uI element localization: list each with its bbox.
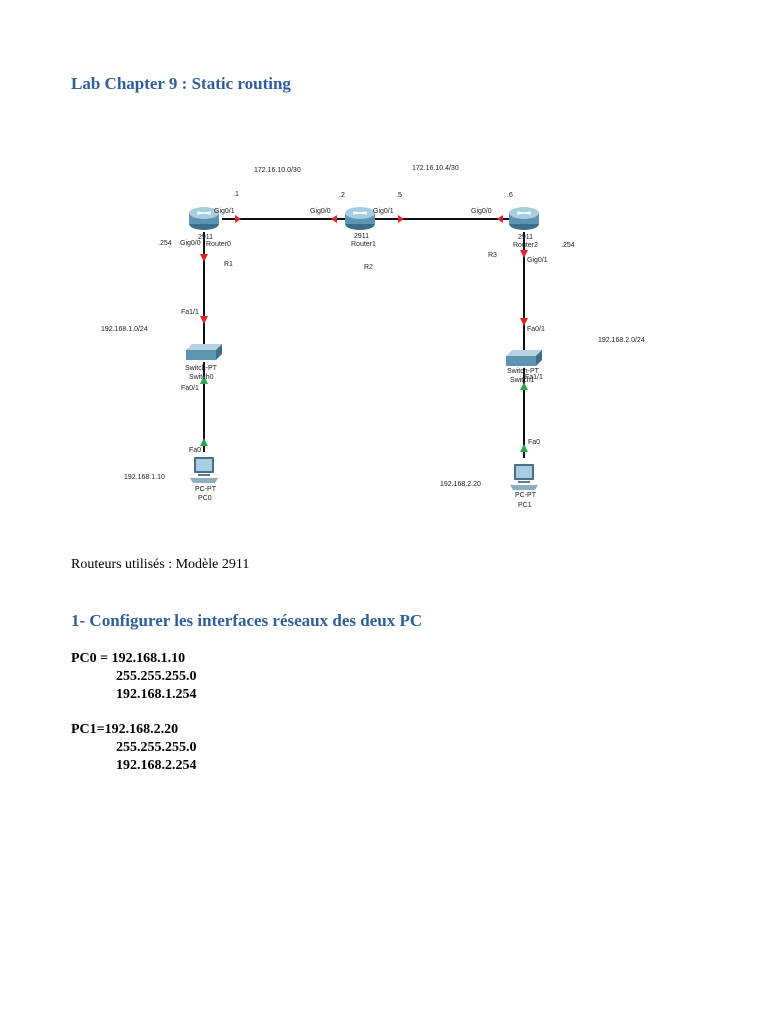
link-state-markers bbox=[200, 215, 528, 452]
interface-label: Gig0/0 bbox=[471, 208, 492, 215]
pc-icon bbox=[510, 464, 538, 490]
section-1-title: 1- Configurer les interfaces réseaux des… bbox=[71, 611, 423, 630]
pc1-gateway: 192.168.2.254 bbox=[116, 758, 197, 773]
router-tag-label: R3 bbox=[488, 252, 497, 259]
subnet-label: 172.16.10.0/30 bbox=[254, 167, 301, 174]
link-up-marker bbox=[200, 376, 208, 384]
host-id-label: .5 bbox=[396, 192, 402, 199]
network-topology-diagram: 172.16.10.0/30 172.16.10.4/30 192.168.1.… bbox=[101, 165, 645, 509]
router-icon bbox=[345, 207, 375, 230]
switch-icon bbox=[186, 344, 222, 360]
interface-label: Fa1/1 bbox=[181, 309, 199, 316]
router-tag-label: R1 bbox=[224, 261, 233, 268]
router-model-label: 2911 bbox=[354, 233, 369, 240]
link-down-marker bbox=[200, 254, 208, 262]
page-title: Lab Chapter 9 : Static routing bbox=[71, 74, 291, 93]
interface-label: Gig0/1 bbox=[373, 208, 394, 215]
pc-model-label: PC-PT bbox=[515, 492, 537, 499]
pc-model-label: PC-PT bbox=[195, 486, 217, 493]
host-id-label: .6 bbox=[507, 192, 513, 199]
interface-label: Gig0/1 bbox=[527, 257, 548, 264]
links bbox=[203, 218, 525, 458]
link-up-marker bbox=[200, 438, 208, 446]
host-id-label: .254 bbox=[158, 240, 172, 247]
switch-name-label: Switch1 bbox=[510, 377, 535, 384]
host-ip-label: 192.168.2.20 bbox=[440, 481, 481, 488]
pc0-config: PC0 = 192.168.1.10 255.255.255.0 192.168… bbox=[71, 650, 197, 704]
interface-label: Fa0 bbox=[189, 447, 201, 454]
router-name-label: Router0 bbox=[206, 241, 231, 248]
interface-label: Gig0/0 bbox=[310, 208, 331, 215]
pc-name-label: PC1 bbox=[518, 502, 532, 509]
pc-icon bbox=[190, 457, 218, 483]
switch-model-label: Switch-PT bbox=[507, 368, 540, 375]
interface-label: Fa0/1 bbox=[181, 385, 199, 392]
subnet-label: 172.16.10.4/30 bbox=[412, 165, 459, 172]
switch-model-label: Switch-PT bbox=[185, 365, 218, 372]
link-up-marker bbox=[520, 382, 528, 390]
interface-label: Fa0/1 bbox=[527, 326, 545, 333]
subnet-label: 192.168.1.0/24 bbox=[101, 326, 148, 333]
link-down-marker bbox=[497, 215, 503, 223]
subnet-label: 192.168.2.0/24 bbox=[598, 337, 645, 344]
interface-label: Fa1/1 bbox=[525, 374, 543, 381]
pc0-gateway: 192.168.1.254 bbox=[116, 687, 197, 702]
pc0-mask: 255.255.255.0 bbox=[116, 669, 197, 684]
host-id-label: .2 bbox=[339, 192, 345, 199]
host-ip-label: 192.168.1.10 bbox=[124, 474, 165, 481]
router-name-label: Router1 bbox=[351, 241, 376, 248]
link-down-marker bbox=[200, 316, 208, 324]
link-down-marker bbox=[331, 215, 337, 223]
router-icon bbox=[509, 207, 539, 230]
pc1-mask: 255.255.255.0 bbox=[116, 740, 197, 755]
link-up-marker bbox=[520, 444, 528, 452]
interface-label: Gig0/1 bbox=[214, 208, 235, 215]
interface-label: Gig0/0 bbox=[180, 240, 201, 247]
link-down-marker bbox=[520, 318, 528, 326]
pc1-address-line: PC1=192.168.2.20 bbox=[71, 722, 179, 737]
pc1-config: PC1=192.168.2.20 255.255.255.0 192.168.2… bbox=[71, 721, 197, 775]
router-icon bbox=[189, 207, 219, 230]
switch-name-label: Switch0 bbox=[189, 374, 214, 381]
router-model-label: 2911 bbox=[518, 234, 533, 241]
host-id-label: .1 bbox=[233, 191, 239, 198]
router-name-label: Router2 bbox=[513, 242, 538, 249]
link-down-marker bbox=[235, 215, 241, 223]
interface-label: Fa0 bbox=[528, 439, 540, 446]
pc-name-label: PC0 bbox=[198, 495, 212, 502]
router-model-label: 2911 bbox=[198, 234, 213, 241]
switch-icon bbox=[506, 350, 542, 366]
link-down-marker bbox=[398, 215, 404, 223]
router-tag-label: R2 bbox=[364, 264, 373, 271]
pc0-address-line: PC0 = 192.168.1.10 bbox=[71, 651, 186, 666]
link-down-marker bbox=[520, 250, 528, 258]
host-id-label: .254 bbox=[561, 242, 575, 249]
routers-text: Routeurs utilisés : Modèle 2911 bbox=[71, 557, 250, 572]
